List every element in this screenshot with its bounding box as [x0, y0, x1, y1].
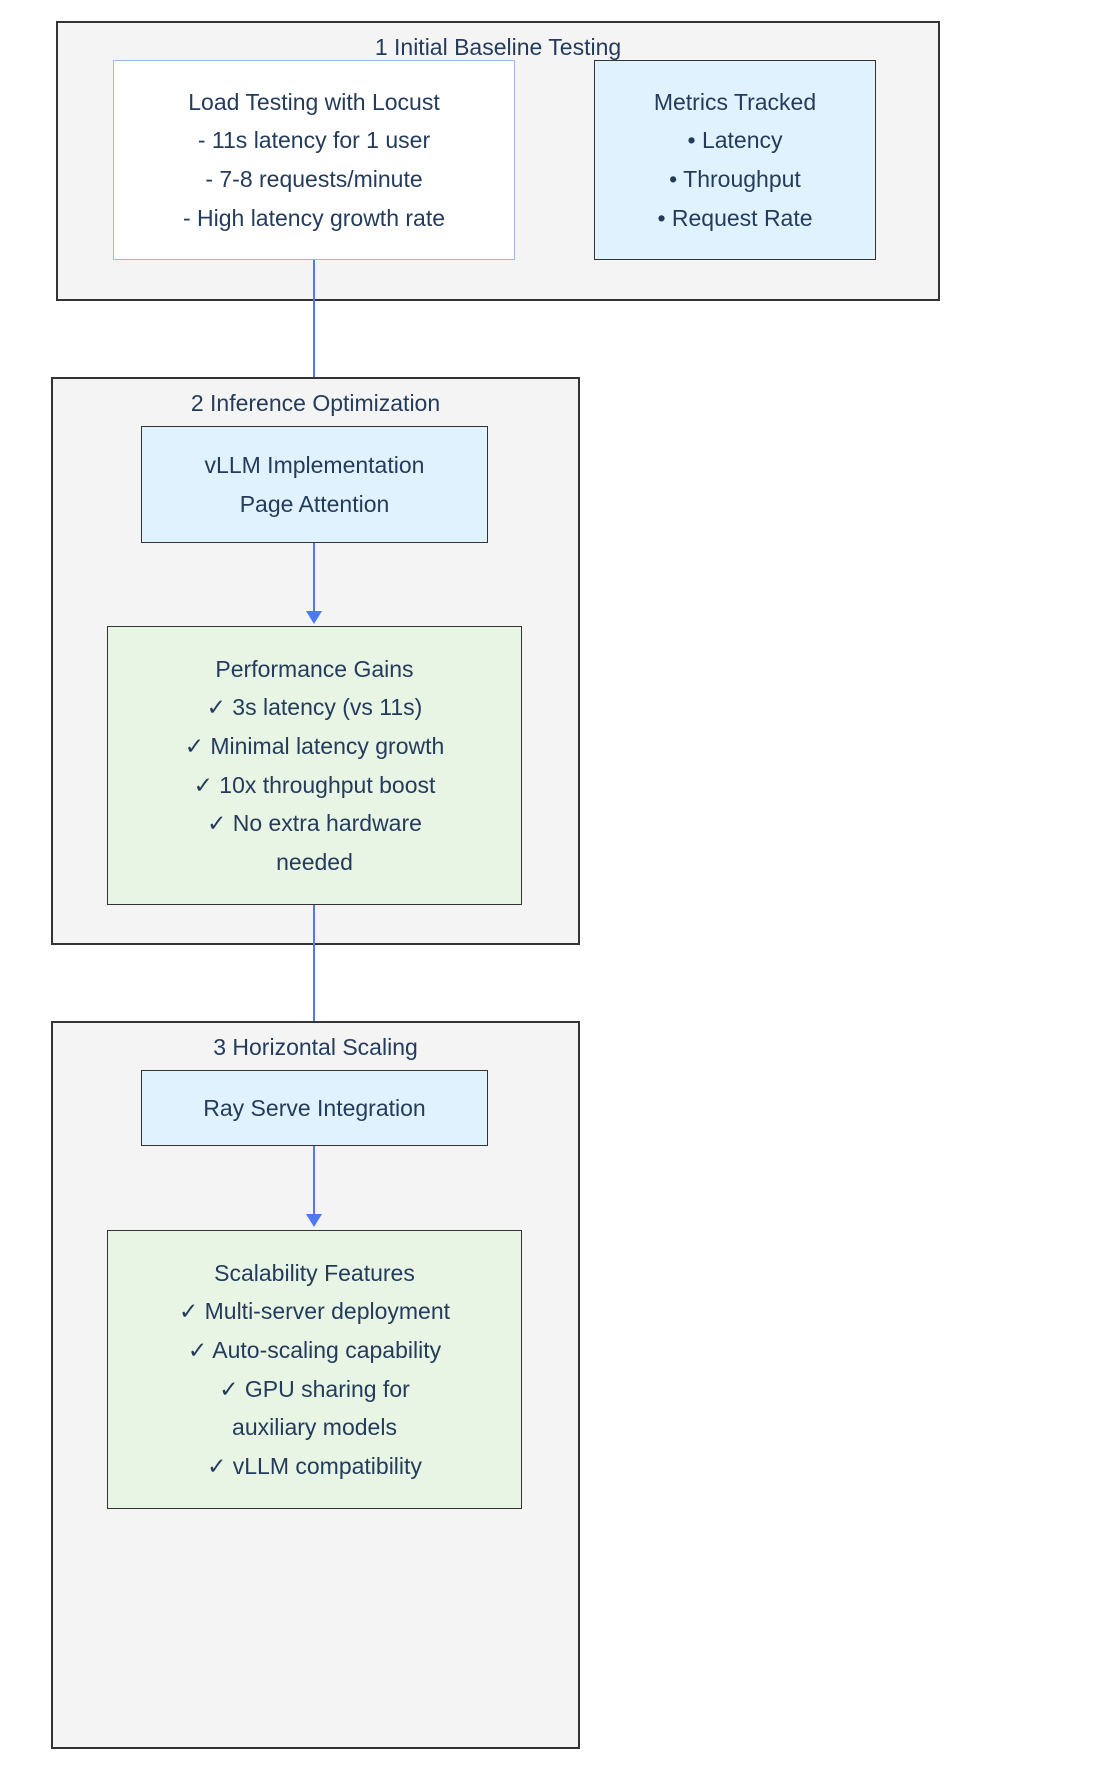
node-line: ✓ 3s latency (vs 11s)	[206, 694, 423, 721]
node-line: ✓ Minimal latency growth	[184, 732, 445, 759]
node-line: ✓ 10x throughput boost	[193, 771, 436, 798]
node-line: ✓ No extra hardware	[207, 810, 422, 837]
node-line: Performance Gains	[215, 655, 414, 682]
node-line: needed	[276, 848, 353, 875]
node-ray-serve-integration[interactable]: Ray Serve Integration	[141, 1070, 488, 1146]
node-line: Ray Serve Integration	[203, 1094, 426, 1121]
node-line: - High latency growth rate	[182, 204, 446, 231]
cluster-title-stage-1: 1 Initial Baseline Testing	[374, 34, 622, 60]
node-line: Metrics Tracked	[653, 88, 817, 115]
node-line: ✓ Multi-server deployment	[178, 1298, 451, 1325]
node-line: - 11s latency for 1 user	[197, 127, 431, 154]
node-line: Page Attention	[239, 490, 390, 517]
edge-locust-to-vllm-line	[313, 260, 315, 418]
node-line: Load Testing with Locust	[188, 88, 440, 115]
node-line: • Throughput	[669, 166, 801, 192]
node-performance-gains[interactable]: Performance Gains ✓ 3s latency (vs 11s) …	[107, 626, 522, 905]
edge-vllm-to-gains-arrowhead	[306, 611, 322, 624]
cluster-title-stage-2: 2 Inference Optimization	[190, 390, 441, 416]
node-line: ✓ vLLM compatibility	[207, 1452, 422, 1479]
node-line: vLLM Implementation	[204, 451, 425, 478]
edge-gains-to-ray-line	[313, 905, 315, 1062]
edge-vllm-to-gains-line	[313, 543, 315, 615]
node-line: ✓ Auto-scaling capability	[187, 1336, 442, 1363]
node-vllm-implementation[interactable]: vLLM Implementation Page Attention	[141, 426, 488, 543]
edge-ray-to-scalability-arrowhead	[306, 1214, 322, 1227]
node-line: ✓ GPU sharing for	[219, 1375, 410, 1402]
node-line: - 7-8 requests/minute	[205, 166, 423, 192]
node-metrics-tracked[interactable]: Metrics Tracked • Latency • Throughput •…	[594, 60, 876, 260]
node-line: auxiliary models	[232, 1414, 397, 1441]
cluster-title-stage-3: 3 Horizontal Scaling	[213, 1034, 418, 1060]
node-line: • Request Rate	[657, 204, 813, 231]
node-line: • Latency	[687, 127, 783, 154]
node-load-testing-with-locust[interactable]: Load Testing with Locust - 11s latency f…	[113, 60, 515, 260]
node-scalability-features[interactable]: Scalability Features ✓ Multi-server depl…	[107, 1230, 522, 1509]
node-line: Scalability Features	[214, 1259, 415, 1286]
edge-ray-to-scalability-line	[313, 1146, 315, 1218]
